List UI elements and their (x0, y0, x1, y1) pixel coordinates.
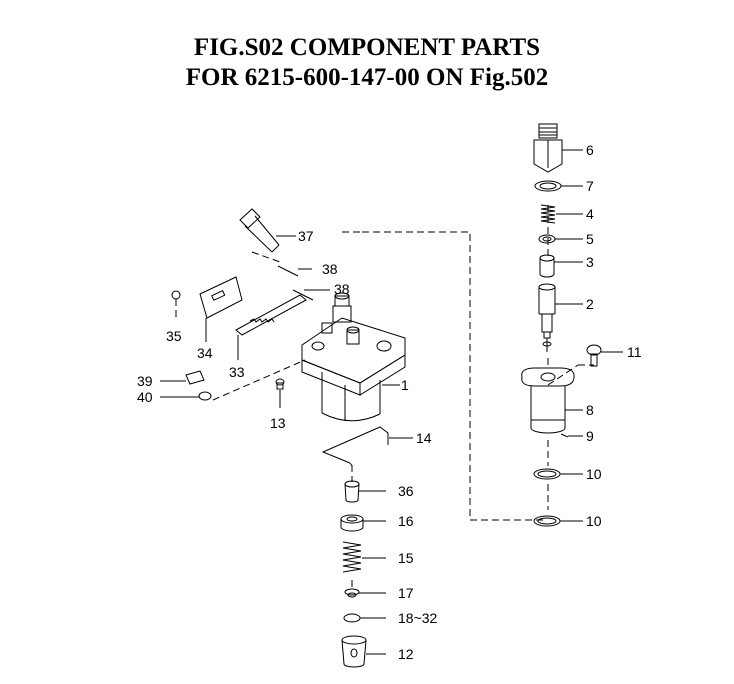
callout-17: 17 (398, 585, 414, 601)
callout-7: 7 (586, 178, 594, 194)
callout-33: 33 (229, 364, 245, 380)
callout-38-lower: 38 (334, 281, 350, 297)
part-38-o-ring-b (292, 289, 330, 301)
part-39-banjo (160, 370, 205, 385)
part-13-plug (275, 378, 285, 408)
part-34-cover-plate (199, 276, 243, 342)
callout-39: 39 (137, 373, 153, 389)
part-7-gasket (534, 180, 583, 192)
callout-9: 9 (586, 428, 594, 444)
part-3-delivery-valve (539, 254, 583, 278)
callout-5: 5 (586, 231, 594, 247)
figure-title-line-1: FIG.S02 COMPONENT PARTS (193, 34, 541, 61)
callout-36: 36 (398, 483, 414, 499)
part-18-32-shims (343, 613, 386, 623)
callout-2: 2 (586, 296, 594, 312)
callout-13: 13 (270, 415, 286, 431)
callout-38-upper: 38 (322, 261, 338, 277)
callout-10-lower: 10 (586, 513, 602, 529)
part-12-tappet (341, 635, 386, 668)
callout-35: 35 (166, 328, 182, 344)
callout-8: 8 (586, 402, 594, 418)
part-33-rack (235, 294, 307, 360)
callout-12: 12 (398, 646, 414, 662)
part-38-o-ring-a (277, 265, 312, 277)
callout-6: 6 (586, 142, 594, 158)
callout-3: 3 (586, 254, 594, 270)
callout-4: 4 (586, 206, 594, 222)
callout-14: 14 (416, 430, 432, 446)
callout-40: 40 (137, 389, 153, 405)
callout-37: 37 (298, 228, 314, 244)
part-6-delivery-valve-holder (533, 123, 583, 173)
callout-1: 1 (401, 377, 409, 393)
callout-labels: 6 7 4 5 3 2 11 8 9 10 10 1 13 14 36 16 1… (137, 142, 642, 662)
part-10-gasket-lower (533, 515, 583, 527)
callout-10-upper: 10 (586, 466, 602, 482)
callout-16: 16 (398, 513, 414, 529)
part-1-pump-housing (301, 292, 406, 422)
part-15-plunger-spring (342, 541, 386, 573)
part-2-plunger-barrel (538, 283, 583, 352)
part-4-spring (540, 204, 583, 224)
part-11-bolt (586, 344, 623, 367)
part-10-gasket-upper (533, 468, 583, 480)
callout-11: 11 (627, 344, 642, 360)
part-16-spring-seat (340, 514, 386, 532)
callout-18-32: 18~32 (398, 610, 438, 626)
part-37-hollow-bolt (239, 208, 296, 253)
part-5-washer (538, 234, 583, 244)
part-9-pin (560, 433, 583, 438)
callout-34: 34 (197, 345, 213, 361)
part-14-clip (321, 426, 413, 467)
callout-15: 15 (398, 550, 414, 566)
part-17-lower-seat (344, 588, 386, 598)
figure-title-line-2: FOR 6215-600-147-00 ON Fig.502 (185, 64, 549, 91)
part-36-sleeve (344, 480, 386, 503)
part-35-screw (171, 290, 181, 300)
assembly-dashed-lines (175, 205, 594, 590)
part-8-sleeve-housing (521, 367, 583, 434)
part-40-washer (160, 391, 212, 401)
